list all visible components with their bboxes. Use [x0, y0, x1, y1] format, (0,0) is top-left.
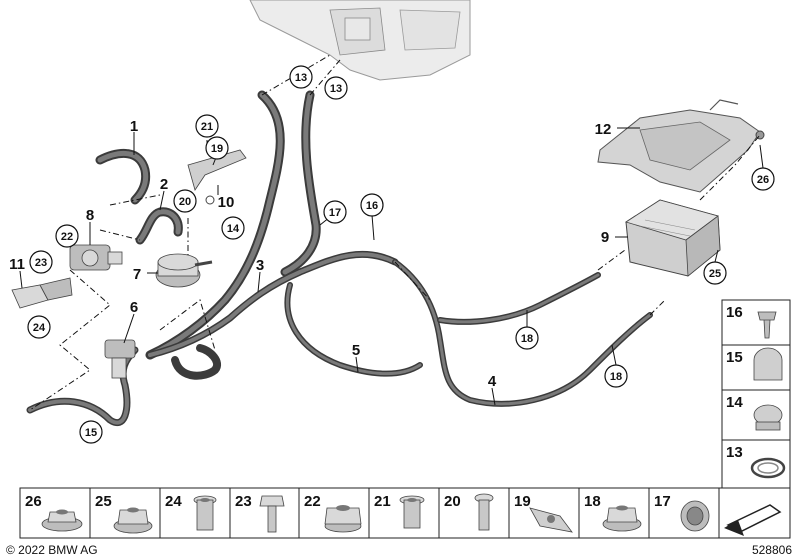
svg-text:13: 13 [295, 72, 307, 84]
callout-18a: 18 [515, 326, 539, 350]
strip-label-22: 22 [304, 493, 321, 510]
callout-17: 17 [323, 200, 347, 224]
strip-label-20: 20 [444, 493, 461, 510]
callout-25: 25 [703, 261, 727, 285]
label-12: 12 [595, 121, 612, 138]
grommet-icon [680, 500, 710, 532]
hex-nut-icon [324, 505, 362, 533]
control-unit-9 [625, 199, 721, 277]
circled-callouts: 13 13 14 15 16 17 18 18 19 20 21 22 23 2… [27, 65, 775, 444]
bracket-12 [597, 99, 765, 193]
label-9: 9 [601, 229, 609, 246]
strip-label-18: 18 [584, 493, 601, 510]
svg-text:18: 18 [521, 333, 533, 345]
svg-text:17: 17 [329, 207, 341, 219]
callout-15: 15 [79, 420, 103, 444]
label-11: 11 [9, 256, 25, 273]
collar-nut-icon [602, 505, 642, 532]
label-10: 10 [218, 194, 235, 211]
torx-screw-icon [474, 493, 494, 531]
svg-text:14: 14 [227, 223, 240, 235]
strip-label-23: 23 [235, 493, 252, 510]
svg-text:15: 15 [85, 427, 97, 439]
plain-labels: 1 2 3 4 5 6 7 8 9 10 11 12 [9, 118, 611, 390]
svg-text:26: 26 [757, 174, 769, 186]
spacer-sleeve-icon [193, 495, 217, 531]
svg-text:21: 21 [201, 121, 213, 133]
leader-lines [19, 127, 764, 406]
dash-lines [29, 54, 761, 411]
callout-21: 21 [195, 114, 219, 138]
hose-lines [26, 90, 653, 426]
callout-14: 14 [221, 216, 245, 240]
side-cell-13: 13 [721, 439, 791, 489]
svg-text:20: 20 [179, 196, 191, 208]
hose-clamp-icon [753, 347, 783, 381]
svg-text:22: 22 [61, 231, 73, 243]
svg-text:18: 18 [610, 371, 622, 383]
bottom-strip: 26 25 24 23 22 21 20 19 18 17 [19, 487, 791, 539]
holder-11 [11, 277, 73, 309]
svg-text:13: 13 [726, 444, 743, 461]
strip-label-19: 19 [514, 493, 531, 510]
svg-text:16: 16 [726, 304, 743, 321]
label-6: 6 [130, 299, 138, 316]
callout-26: 26 [751, 167, 775, 191]
diagram-number: 528806 [752, 543, 792, 557]
svg-text:25: 25 [709, 268, 721, 280]
callout-13a: 13 [289, 65, 313, 89]
callout-19: 19 [205, 136, 229, 160]
label-4: 4 [488, 373, 497, 390]
rivet-nut-icon [399, 495, 425, 529]
label-3: 3 [256, 257, 264, 274]
label-1: 1 [130, 118, 138, 135]
svg-text:23: 23 [35, 257, 47, 269]
label-5: 5 [352, 342, 360, 359]
fitting-6 [104, 339, 136, 379]
callout-20: 20 [173, 189, 197, 213]
side-cell-16: 16 [721, 299, 791, 346]
svg-text:16: 16 [366, 200, 378, 212]
bracket-10 [187, 149, 247, 205]
svg-text:24: 24 [33, 322, 46, 334]
svg-text:13: 13 [330, 83, 342, 95]
label-8: 8 [86, 207, 94, 224]
svg-text:14: 14 [726, 394, 743, 411]
svg-text:19: 19 [211, 143, 223, 155]
side-panel: 16 15 14 13 [721, 299, 791, 489]
svg-text:15: 15 [726, 349, 743, 366]
strip-label-24: 24 [165, 493, 182, 510]
pump-7 [155, 253, 213, 288]
screw-icon [757, 311, 777, 339]
callout-13b: 13 [324, 76, 348, 100]
valve-8 [69, 244, 123, 271]
hex-flange-nut-icon [113, 507, 153, 534]
arrow-symbol-icon [724, 504, 782, 536]
engine-block [249, 0, 471, 81]
callout-16: 16 [360, 193, 384, 217]
callout-23: 23 [29, 250, 53, 274]
callout-22: 22 [55, 224, 79, 248]
hex-bolt-icon [259, 495, 285, 533]
spring-clamp-icon [750, 457, 786, 479]
strip-label-25: 25 [95, 493, 112, 510]
side-cell-14: 14 [721, 389, 791, 441]
flange-nut-icon [41, 509, 83, 532]
strip-label-17: 17 [654, 493, 671, 510]
callout-24: 24 [27, 315, 51, 339]
spring-nut-icon [529, 507, 573, 533]
callout-18b: 18 [604, 364, 628, 388]
strip-label-26: 26 [25, 493, 42, 510]
label-2: 2 [160, 176, 168, 193]
side-cell-15: 15 [721, 344, 791, 391]
copyright-text: © 2022 BMW AG [6, 543, 98, 557]
label-7: 7 [133, 266, 141, 283]
strip-label-21: 21 [374, 493, 391, 510]
